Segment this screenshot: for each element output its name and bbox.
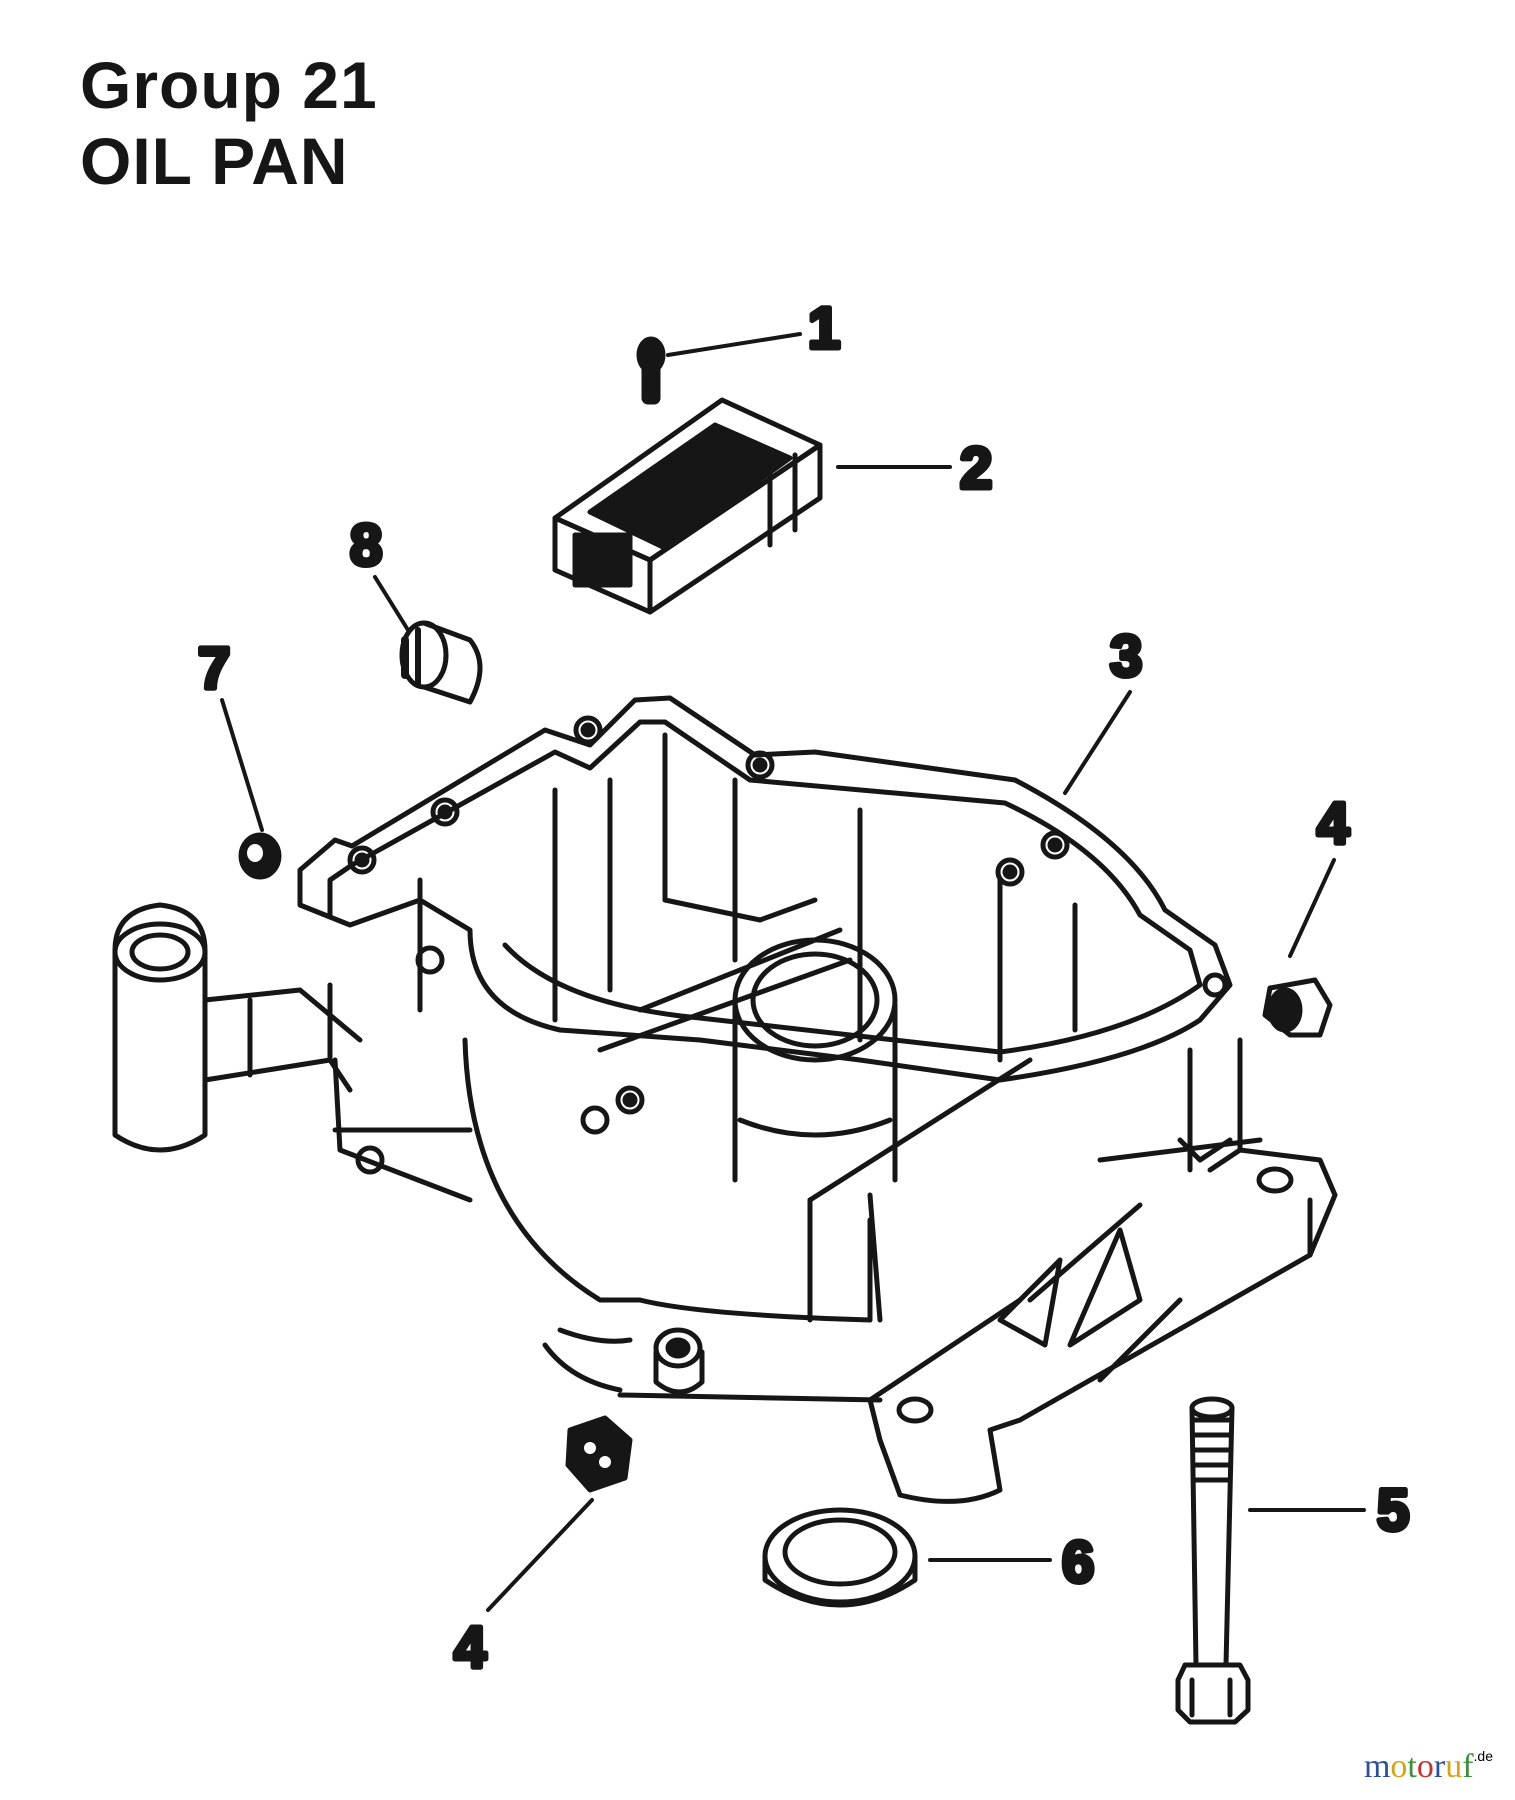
callout-1: 1 (808, 296, 840, 361)
callout-4-right: 4 (1317, 791, 1349, 856)
callout-5: 5 (1377, 1478, 1409, 1543)
logo-tld: .de (1473, 1748, 1493, 1764)
callout-3: 3 (1110, 624, 1142, 689)
logo-letter: f (1462, 1748, 1474, 1785)
part-3-oil-pan[interactable] (112, 695, 1338, 1504)
part-2-bracket[interactable] (552, 397, 823, 615)
part-title: OIL PAN (80, 124, 349, 198)
callout-6: 6 (1062, 1530, 1094, 1595)
callout-4-lower: 4 (454, 1615, 486, 1680)
part-7-plug[interactable] (238, 832, 282, 880)
logo-letter: u (1445, 1748, 1463, 1785)
motoruf-logo: motoruf.de (1364, 1748, 1493, 1786)
logo-letter: t (1407, 1748, 1417, 1785)
logo-letters: motoruf (1364, 1748, 1474, 1785)
part-5-bolt[interactable] (1175, 1396, 1251, 1725)
logo-letter: r (1433, 1748, 1446, 1785)
part-4-plug-lower[interactable] (565, 1415, 633, 1493)
logo-letter: o (1416, 1748, 1434, 1785)
callout-8: 8 (350, 513, 382, 578)
leader-lines (220, 332, 1366, 1612)
part-1-screw[interactable] (636, 336, 666, 405)
group-title: Group 21 (80, 48, 378, 122)
logo-letter: o (1390, 1748, 1408, 1785)
logo-letter: m (1363, 1748, 1391, 1785)
callout-7: 7 (198, 636, 230, 701)
part-4-plug-right[interactable] (1262, 977, 1333, 1038)
part-8-plug[interactable] (399, 620, 483, 705)
callout-2: 2 (960, 436, 992, 501)
part-6-seal[interactable] (762, 1507, 918, 1608)
